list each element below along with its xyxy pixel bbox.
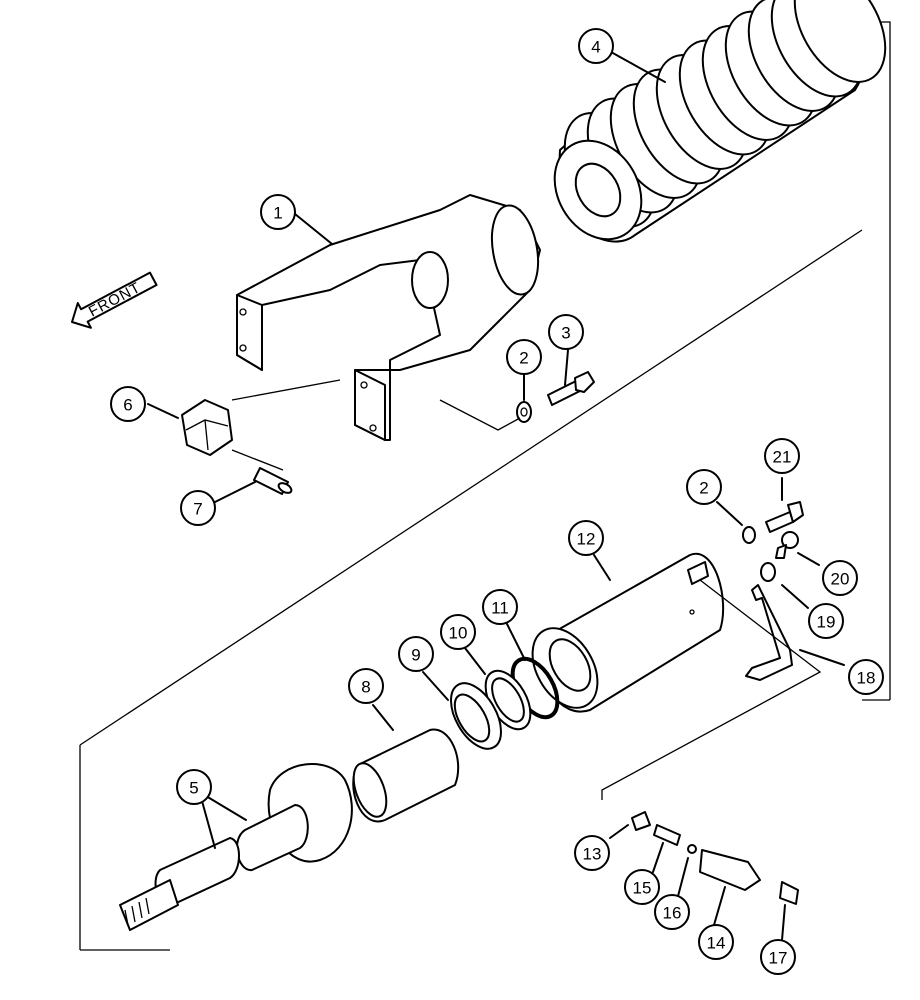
pin-part bbox=[253, 467, 293, 495]
callout-circle bbox=[260, 194, 296, 230]
callout-number: 2 bbox=[699, 479, 708, 498]
callout-number: 3 bbox=[561, 324, 570, 343]
callout-c10: 10 bbox=[440, 614, 476, 650]
callout-number: 18 bbox=[857, 669, 876, 688]
callout-c12: 12 bbox=[568, 520, 604, 556]
callout-number: 12 bbox=[577, 530, 596, 549]
callout-circle bbox=[482, 589, 518, 625]
assembly-frame-lower bbox=[80, 699, 890, 951]
assembly-frame bbox=[79, 21, 891, 950]
callout-circle bbox=[760, 939, 796, 975]
callout-circle bbox=[764, 438, 800, 474]
callout-circle bbox=[808, 603, 844, 639]
callout-circle bbox=[440, 614, 476, 650]
callout-number: 21 bbox=[773, 448, 792, 467]
washer-part-19 bbox=[760, 562, 776, 582]
callout-number: 10 bbox=[449, 624, 468, 643]
callout-c17: 17 bbox=[760, 939, 796, 975]
valve-body-part bbox=[699, 849, 761, 891]
callout-circle bbox=[822, 560, 858, 596]
callout-circle bbox=[110, 386, 146, 422]
callout-c14: 14 bbox=[698, 924, 734, 960]
yoke-part bbox=[236, 194, 541, 441]
callout-c2b: 2 bbox=[686, 469, 722, 505]
callout-number: 7 bbox=[193, 500, 202, 519]
callout-circle bbox=[506, 339, 542, 375]
callout-circle bbox=[578, 28, 614, 64]
callout-c21: 21 bbox=[764, 438, 800, 474]
callout-c6: 6 bbox=[110, 386, 146, 422]
callout-c19: 19 bbox=[808, 603, 844, 639]
callout-c7: 7 bbox=[180, 490, 216, 526]
callout-circle bbox=[568, 520, 604, 556]
bolt-part-lower bbox=[765, 501, 804, 533]
callout-number: 14 bbox=[707, 934, 726, 953]
callout-c4: 4 bbox=[578, 28, 614, 64]
callout-number: 6 bbox=[123, 396, 132, 415]
callout-circle bbox=[654, 894, 690, 930]
callout-number: 9 bbox=[411, 646, 420, 665]
spring-coil bbox=[793, 0, 887, 83]
callout-number: 16 bbox=[663, 904, 682, 923]
cylinder-part bbox=[531, 552, 725, 713]
castle-nut-part bbox=[181, 399, 233, 456]
callout-circle bbox=[176, 769, 212, 805]
callout-number: 20 bbox=[831, 570, 850, 589]
valve-cap-part bbox=[631, 811, 651, 831]
callout-circle bbox=[698, 924, 734, 960]
ball-part bbox=[687, 844, 697, 854]
shaft-part bbox=[119, 763, 353, 931]
bracket-part bbox=[745, 584, 793, 681]
callout-number: 19 bbox=[817, 613, 836, 632]
callout-c5: 5 bbox=[176, 769, 212, 805]
callout-c3: 3 bbox=[548, 314, 584, 350]
valve-group bbox=[631, 811, 799, 905]
washer-part-upper bbox=[516, 401, 532, 423]
floating-seal-part bbox=[450, 682, 502, 750]
callout-c15: 15 bbox=[624, 869, 660, 905]
washer-part-lower bbox=[742, 526, 756, 544]
callout-number: 1 bbox=[273, 204, 282, 223]
callout-circle bbox=[180, 490, 216, 526]
callout-circle bbox=[348, 668, 384, 704]
callout-c18: 18 bbox=[848, 659, 884, 695]
callout-number: 5 bbox=[189, 779, 198, 798]
callout-c11: 11 bbox=[482, 589, 518, 625]
spring-small-part bbox=[653, 824, 681, 846]
grease-fitting-part bbox=[779, 881, 799, 905]
callout-number: 17 bbox=[769, 949, 788, 968]
callout-circle bbox=[624, 869, 660, 905]
callout-circle bbox=[574, 835, 610, 871]
fitting-bolt-part bbox=[775, 531, 799, 559]
callout-circle bbox=[686, 469, 722, 505]
callout-number: 8 bbox=[361, 678, 370, 697]
callout-number: 11 bbox=[491, 599, 509, 618]
callout-c2a: 2 bbox=[506, 339, 542, 375]
callout-c9: 9 bbox=[398, 636, 434, 672]
callout-number: 15 bbox=[633, 879, 652, 898]
callout-number: 13 bbox=[583, 845, 602, 864]
bushing-part bbox=[352, 728, 460, 823]
leader-lines bbox=[147, 51, 845, 941]
callout-c8: 8 bbox=[348, 668, 384, 704]
callout-c13: 13 bbox=[574, 835, 610, 871]
front-label: FRONT bbox=[86, 279, 144, 321]
callout-number: 4 bbox=[591, 38, 600, 57]
callout-circle bbox=[398, 636, 434, 672]
callout-circle bbox=[548, 314, 584, 350]
spring-part bbox=[553, 0, 887, 243]
callout-c16: 16 bbox=[654, 894, 690, 930]
callout-c20: 20 bbox=[822, 560, 858, 596]
bolt-part-upper bbox=[547, 371, 595, 406]
callout-circle bbox=[848, 659, 884, 695]
front-arrow: FRONT bbox=[71, 271, 158, 329]
callout-c1: 1 bbox=[260, 194, 296, 230]
callout-number: 2 bbox=[519, 349, 528, 368]
